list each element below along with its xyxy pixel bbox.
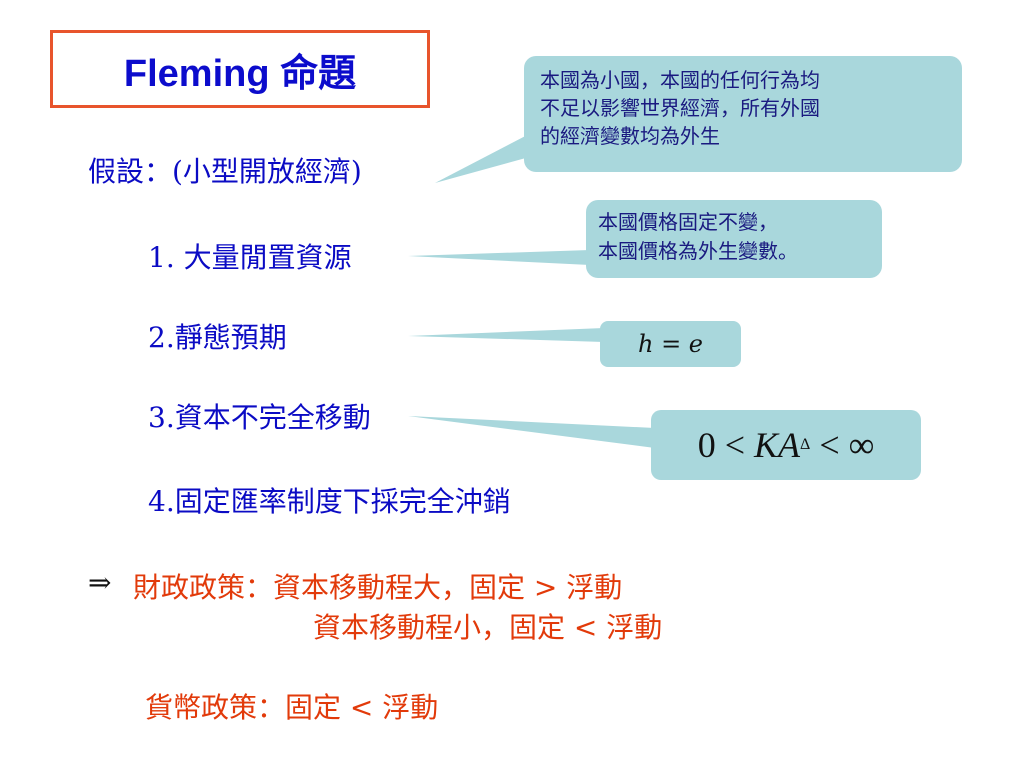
item-capital-mobility: 3.資本不完全移動 [148, 401, 371, 434]
assumption-heading: 假設：(小型開放經濟) [88, 155, 362, 188]
fiscal-policy-line-1: 財政政策：資本移動程大，固定 > 浮動 [133, 571, 623, 604]
fiscal-policy-line-2: 資本移動程小，固定 < 浮動 [313, 611, 663, 644]
callout-idle-resources: 本國價格固定不變， 本國價格為外生變數。 [586, 200, 882, 278]
callout-line: 的經濟變數均為外生 [540, 124, 720, 148]
item-static-expectation: 2.靜態預期 [148, 321, 287, 354]
callout-small-economy: 本國為小國，本國的任何行為均 不足以影響世界經濟，所有外國 的經濟變數均為外生 [524, 56, 962, 172]
item-idle-resources: 1. 大量閒置資源 [148, 241, 352, 274]
callout-static-expectation: h = e [600, 321, 741, 367]
callout-line: 不足以影響世界經濟，所有外國 [540, 96, 820, 120]
title-box: Fleming 命題 [50, 30, 430, 108]
formula-right: < ∞ [819, 425, 875, 465]
callout-line: 本國價格固定不變， [598, 210, 778, 234]
callout-line: 本國價格為外生變數。 [598, 239, 798, 263]
item-sterilization: 4.固定匯率制度下採完全沖銷 [148, 485, 511, 518]
page-title: Fleming 命題 [123, 52, 357, 95]
callout-tail-static-expectation [408, 328, 604, 342]
implies-arrow: ⇒ [88, 566, 112, 599]
callout-line: 本國為小國，本國的任何行為均 [540, 68, 820, 92]
formula-subscript: Δ [800, 436, 811, 453]
callout-tail-capital-mobility [408, 416, 655, 448]
formula-variable: KA [754, 425, 801, 465]
formula-left: 0 < [697, 425, 746, 465]
monetary-policy-line: 貨幣政策：固定 < 浮動 [145, 691, 439, 724]
callout-tail-idle-resources [408, 250, 590, 265]
formula-h-equals-e: h = e [637, 330, 704, 358]
